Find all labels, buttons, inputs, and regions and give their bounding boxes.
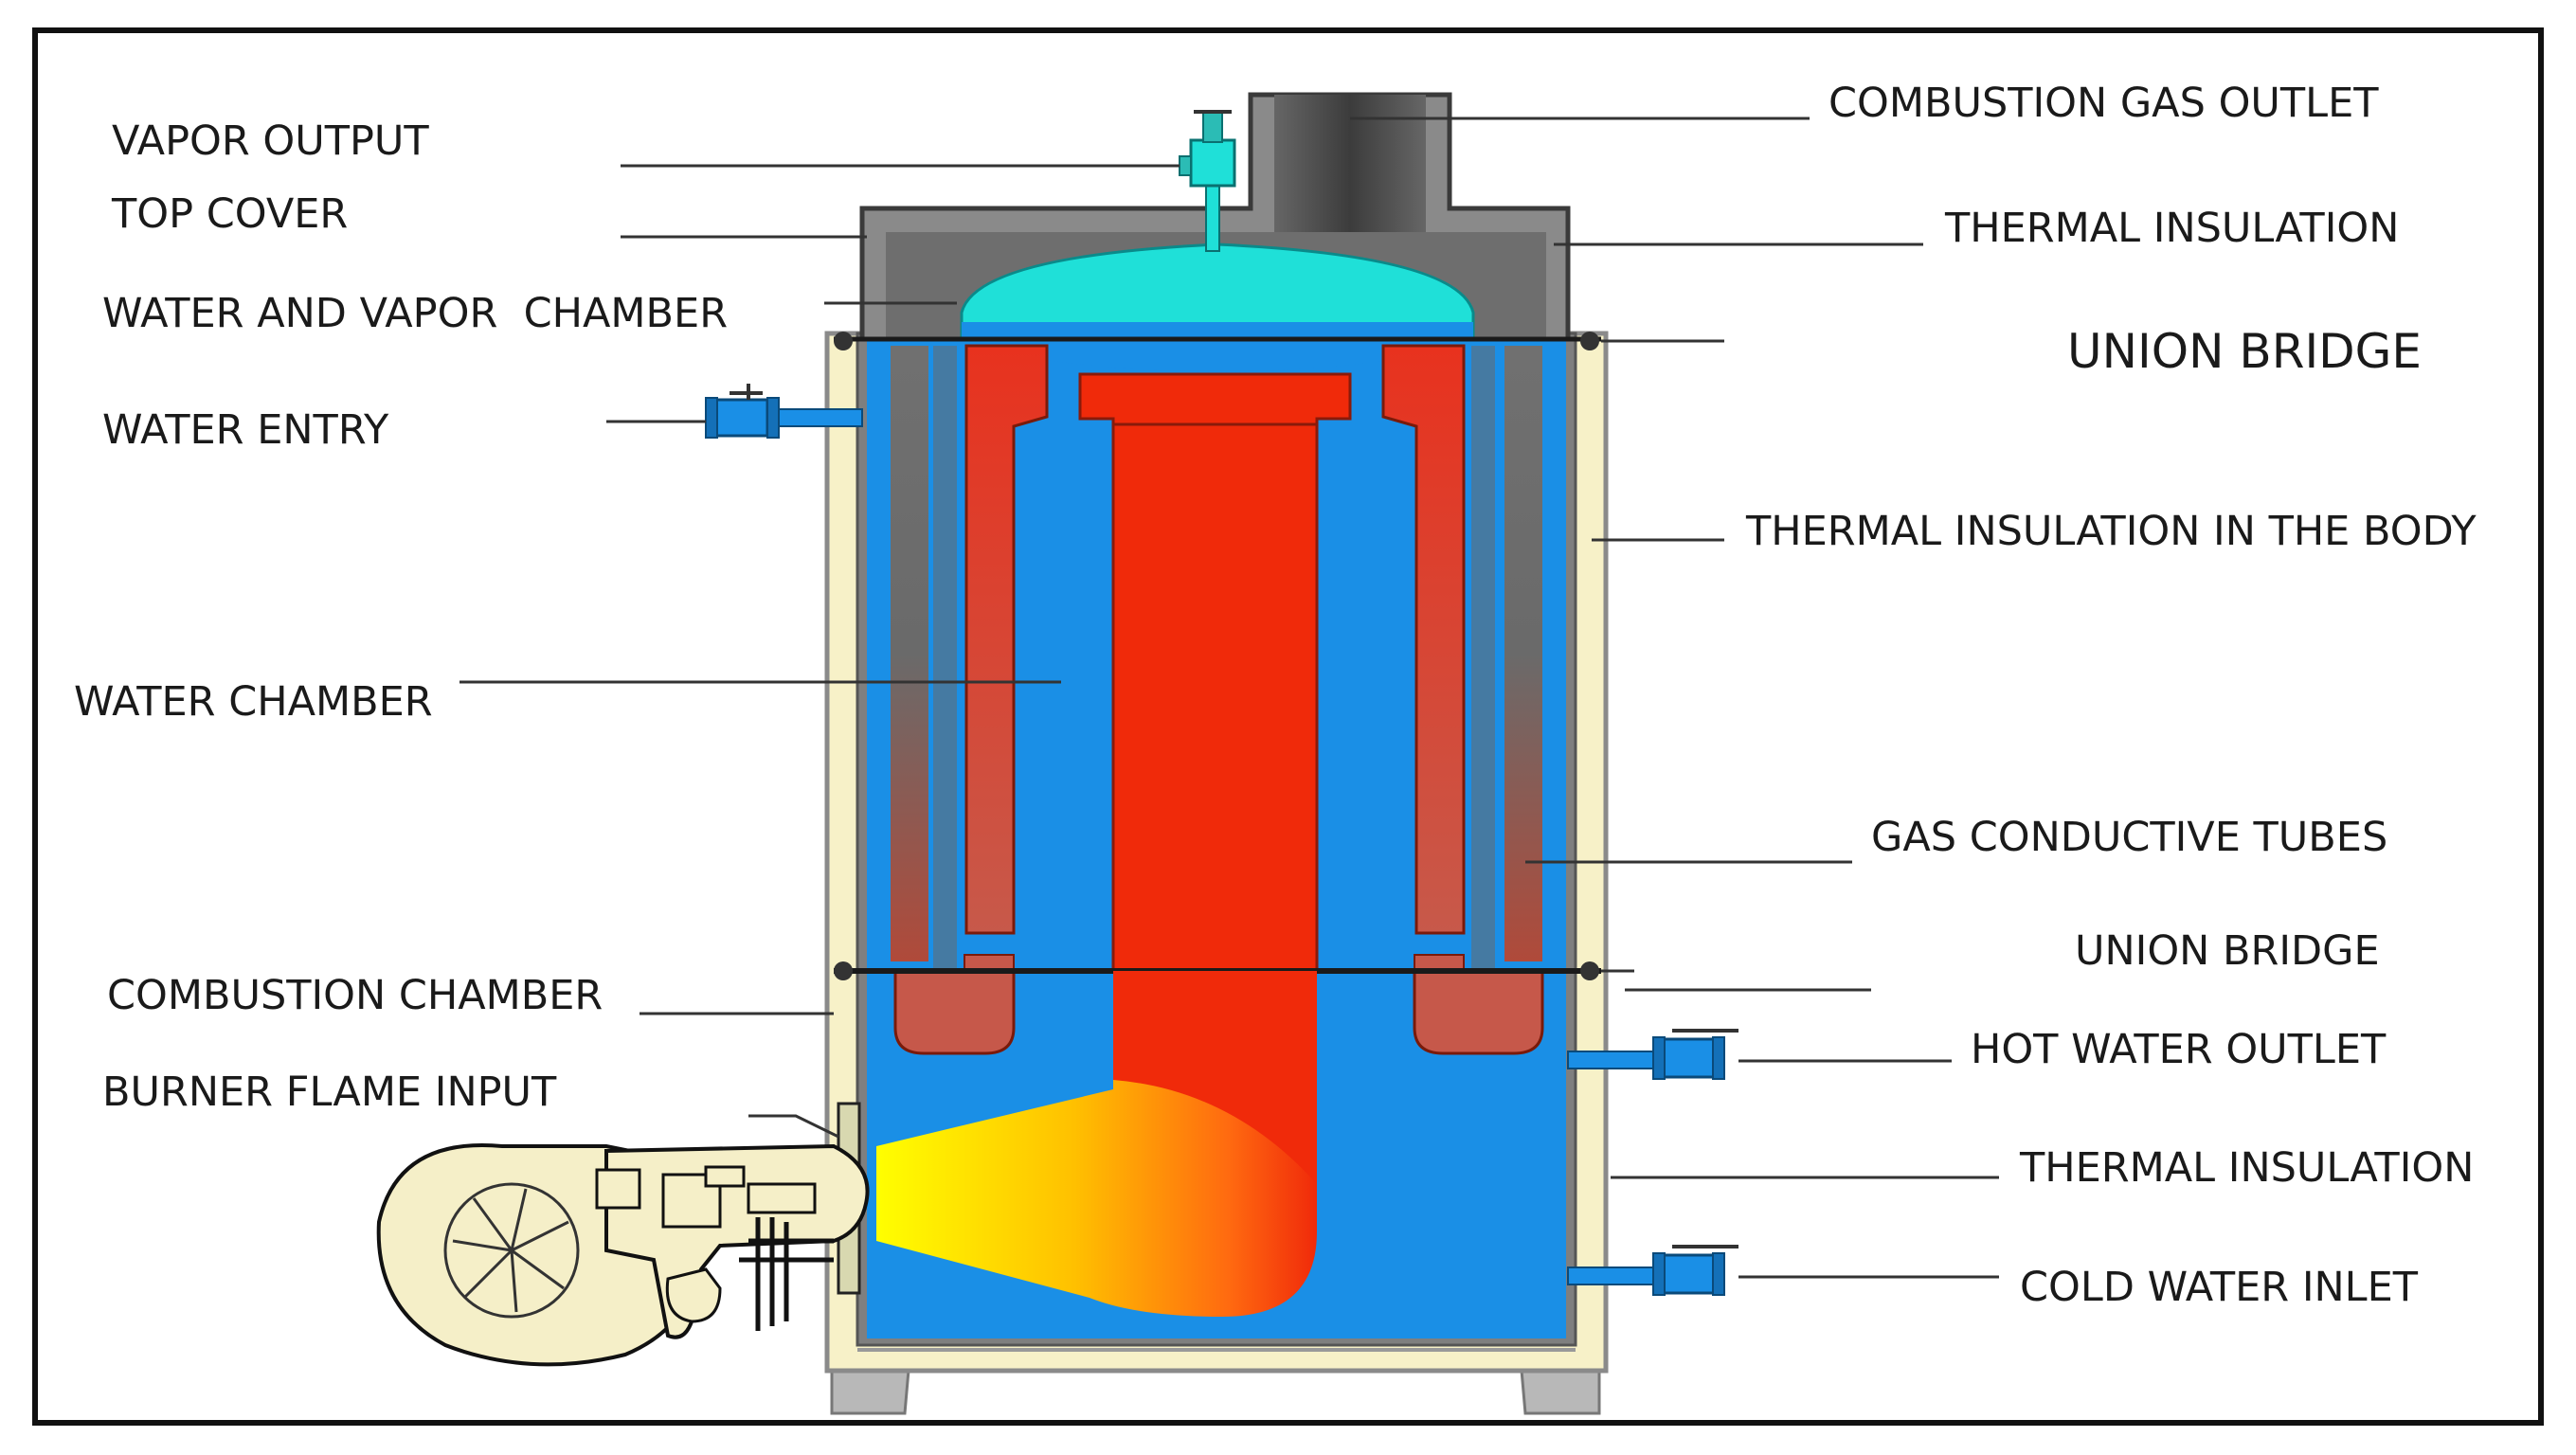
label-top-cover: TOP COVER: [111, 190, 348, 238]
label-combustion-gas-outlet: COMBUSTION GAS OUTLET: [1828, 80, 2379, 127]
label-cold-water-inlet: COLD WATER INLET: [2020, 1264, 2419, 1311]
label-water-vapor-chamber: WATER AND VAPOR CHAMBER: [102, 290, 728, 337]
label-burner-flame-input: BURNER FLAME INPUT: [102, 1069, 557, 1116]
burner-motor: [665, 1267, 722, 1323]
label-combustion-chamber: COMBUSTION CHAMBER: [107, 972, 603, 1019]
combustion-flame-core: [1113, 971, 1317, 1184]
tube-bulb-left: [893, 969, 1016, 1055]
outer-grey-left: [891, 346, 928, 961]
inner-wall-right: [1471, 346, 1495, 971]
vapor-dome-water: [962, 322, 1473, 372]
chimney: [1274, 95, 1426, 232]
outer-frame: [32, 27, 2544, 1426]
vapor-dome: [960, 242, 1475, 341]
burner-box-4: [747, 1182, 817, 1214]
burner-assembly: [376, 1143, 870, 1367]
label-gas-conductive-tubes: GAS CONDUCTIVE TUBES: [1871, 814, 2387, 861]
label-union-bridge-top: UNION BRIDGE: [2067, 324, 2422, 379]
vapor-valve-flange: [1179, 155, 1192, 176]
vapor-pipe: [1205, 184, 1220, 252]
gas-tube-left: [964, 344, 1049, 935]
label-thermal-insulation-body: THERMAL INSULATION IN THE BODY: [1745, 508, 2477, 555]
cold-water-inlet-valve: [1567, 1245, 1738, 1296]
burner-pipes: [739, 1217, 834, 1331]
bolt-mid-right: [1580, 961, 1599, 980]
burner-box-1: [595, 1168, 641, 1210]
label-water-entry: WATER ENTRY: [102, 406, 389, 454]
central-flue-top: [1078, 372, 1352, 426]
label-vapor-output: VAPOR OUTPUT: [112, 117, 429, 165]
label-hot-water-outlet: HOT WATER OUTLET: [1971, 1026, 2387, 1073]
label-water-chamber: WATER CHAMBER: [74, 678, 433, 726]
central-flue: [1111, 420, 1319, 973]
label-thermal-insulation-top: THERMAL INSULATION: [1944, 205, 2399, 252]
leader-lines: [459, 117, 1999, 1279]
outer-grey-right: [1504, 346, 1542, 961]
water-entry-valve: [705, 384, 863, 439]
vapor-valve-stem: [1202, 111, 1223, 143]
inner-wall-left: [933, 346, 957, 971]
bolt-top-right: [1580, 332, 1599, 350]
label-thermal-insulation-bottom: THERMAL INSULATION: [2019, 1144, 2474, 1192]
gas-tube-right: [1381, 344, 1466, 935]
hot-water-outlet-valve: [1567, 1029, 1738, 1080]
label-union-bridge-middle: UNION BRIDGE: [2075, 927, 2380, 975]
burner-fan-wheel: [443, 1182, 580, 1319]
burner-box-3: [704, 1165, 746, 1188]
burner-fan-blades: [452, 1188, 569, 1313]
bolt-mid-left: [834, 961, 853, 980]
vapor-valve-body: [1189, 138, 1236, 188]
tube-bulb-right: [1413, 969, 1544, 1055]
bolt-top-left: [834, 332, 853, 350]
